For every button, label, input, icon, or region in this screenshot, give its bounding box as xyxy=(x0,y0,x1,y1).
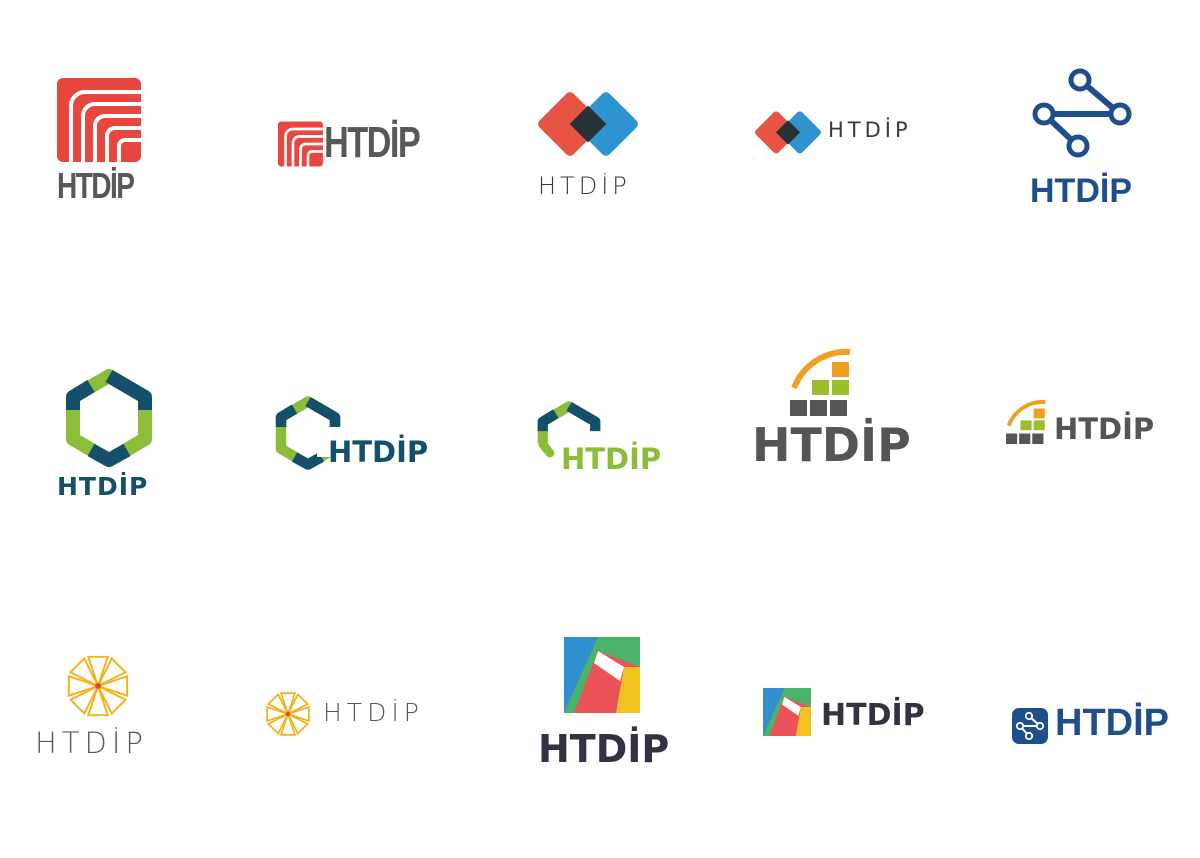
diamonds-icon xyxy=(538,92,638,156)
logo-15: HTDİP xyxy=(1012,702,1182,750)
hexagon-icon xyxy=(66,369,152,467)
share-icon xyxy=(1032,68,1132,158)
half-hexagon-icon xyxy=(537,401,601,458)
logo-4: HTDİP xyxy=(755,108,935,164)
stripes-icon xyxy=(57,78,141,162)
wordmark: HTDİP xyxy=(538,727,670,771)
wordmark: HTDİP xyxy=(752,418,911,472)
logo-9: HTDİP xyxy=(752,348,912,473)
colored-square-icon xyxy=(564,637,640,713)
logo-10: HTDİP xyxy=(1006,398,1171,458)
blocks-icon xyxy=(1006,399,1046,445)
hexagon-icon xyxy=(275,396,347,470)
colored-square-icon xyxy=(763,688,811,736)
logo-7: HTDİP xyxy=(272,395,437,475)
logo-11: HTDİP xyxy=(35,650,175,765)
wordmark: HTDİP xyxy=(1055,702,1169,744)
logo-5: HTDİP xyxy=(1028,68,1138,213)
logo-3: HTDİP xyxy=(535,90,650,205)
logo-13: HTDİP xyxy=(538,637,678,777)
flower-icon xyxy=(67,655,129,717)
flower-icon xyxy=(266,692,310,736)
logo-14: HTDİP xyxy=(763,688,943,744)
wordmark: HTDİP xyxy=(35,726,148,760)
wordmark: HTDİP xyxy=(538,172,631,200)
wordmark: HTDİP xyxy=(1054,412,1155,446)
wordmark: HTDİP xyxy=(328,435,429,469)
logo-12: HTDİP xyxy=(263,688,438,744)
logo-1: HTDİP xyxy=(55,75,145,210)
blocks-icon xyxy=(790,348,851,416)
wordmark: HTDİP xyxy=(821,698,925,733)
wordmark: HTDİP xyxy=(324,118,421,167)
wordmark: HTDİP xyxy=(323,698,424,727)
logo-6: HTDİP xyxy=(55,369,165,505)
diamonds-icon xyxy=(755,111,821,154)
logo-8: HTDİP xyxy=(533,401,668,482)
wordmark: HTDİP xyxy=(828,118,912,142)
wordmark: HTDİP xyxy=(57,472,149,501)
wordmark: HTDİP xyxy=(1030,172,1132,210)
wordmark: HTDİP xyxy=(57,165,135,206)
stripes-icon xyxy=(278,121,323,167)
logo-2: HTDİP xyxy=(278,118,428,170)
share-icon xyxy=(1012,708,1048,744)
wordmark: HTDİP xyxy=(561,442,662,476)
